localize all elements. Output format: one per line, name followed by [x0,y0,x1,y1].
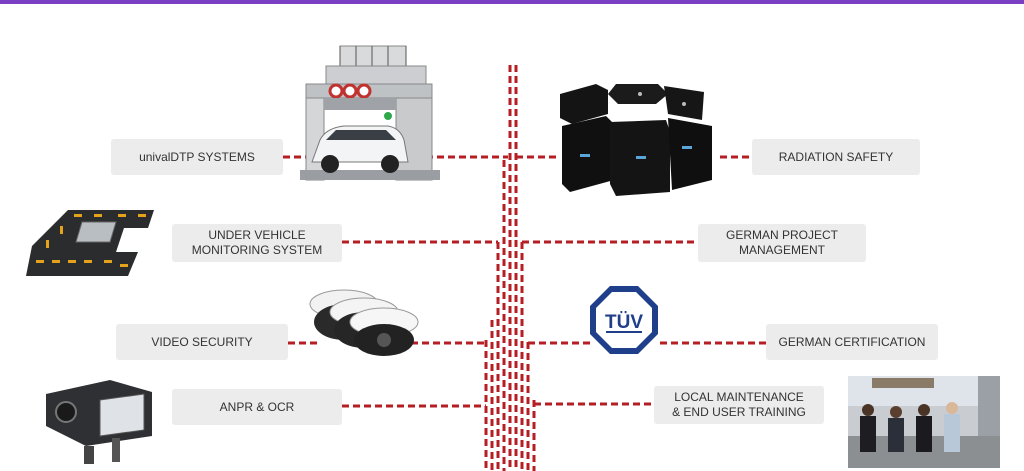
label-radiation-safety: RADIATION SAFETY [752,139,920,175]
tuv-logo-text: TÜV [605,312,643,333]
tuv-logo: TÜV [590,286,658,354]
label-unival-systems: univalDTP SYSTEMS [111,139,283,175]
top-accent-bar [0,0,1024,4]
training-photo-image [848,376,1000,468]
dome-cameras-image [309,289,419,356]
label-under-vehicle-monitoring: UNDER VEHICLE MONITORING SYSTEM [172,224,342,262]
radiation-detectors-image [560,84,712,196]
portal-system-image [300,45,440,181]
label-video-security: VIDEO SECURITY [116,324,288,360]
anpr-camera-image [46,380,152,464]
label-anpr-ocr: ANPR & OCR [172,389,342,425]
label-german-project-management: GERMAN PROJECT MANAGEMENT [698,224,866,262]
label-local-maintenance-training: LOCAL MAINTENANCE & END USER TRAINING [654,386,824,424]
label-german-certification: GERMAN CERTIFICATION [766,324,938,360]
under-vehicle-scanner-image [26,210,154,276]
